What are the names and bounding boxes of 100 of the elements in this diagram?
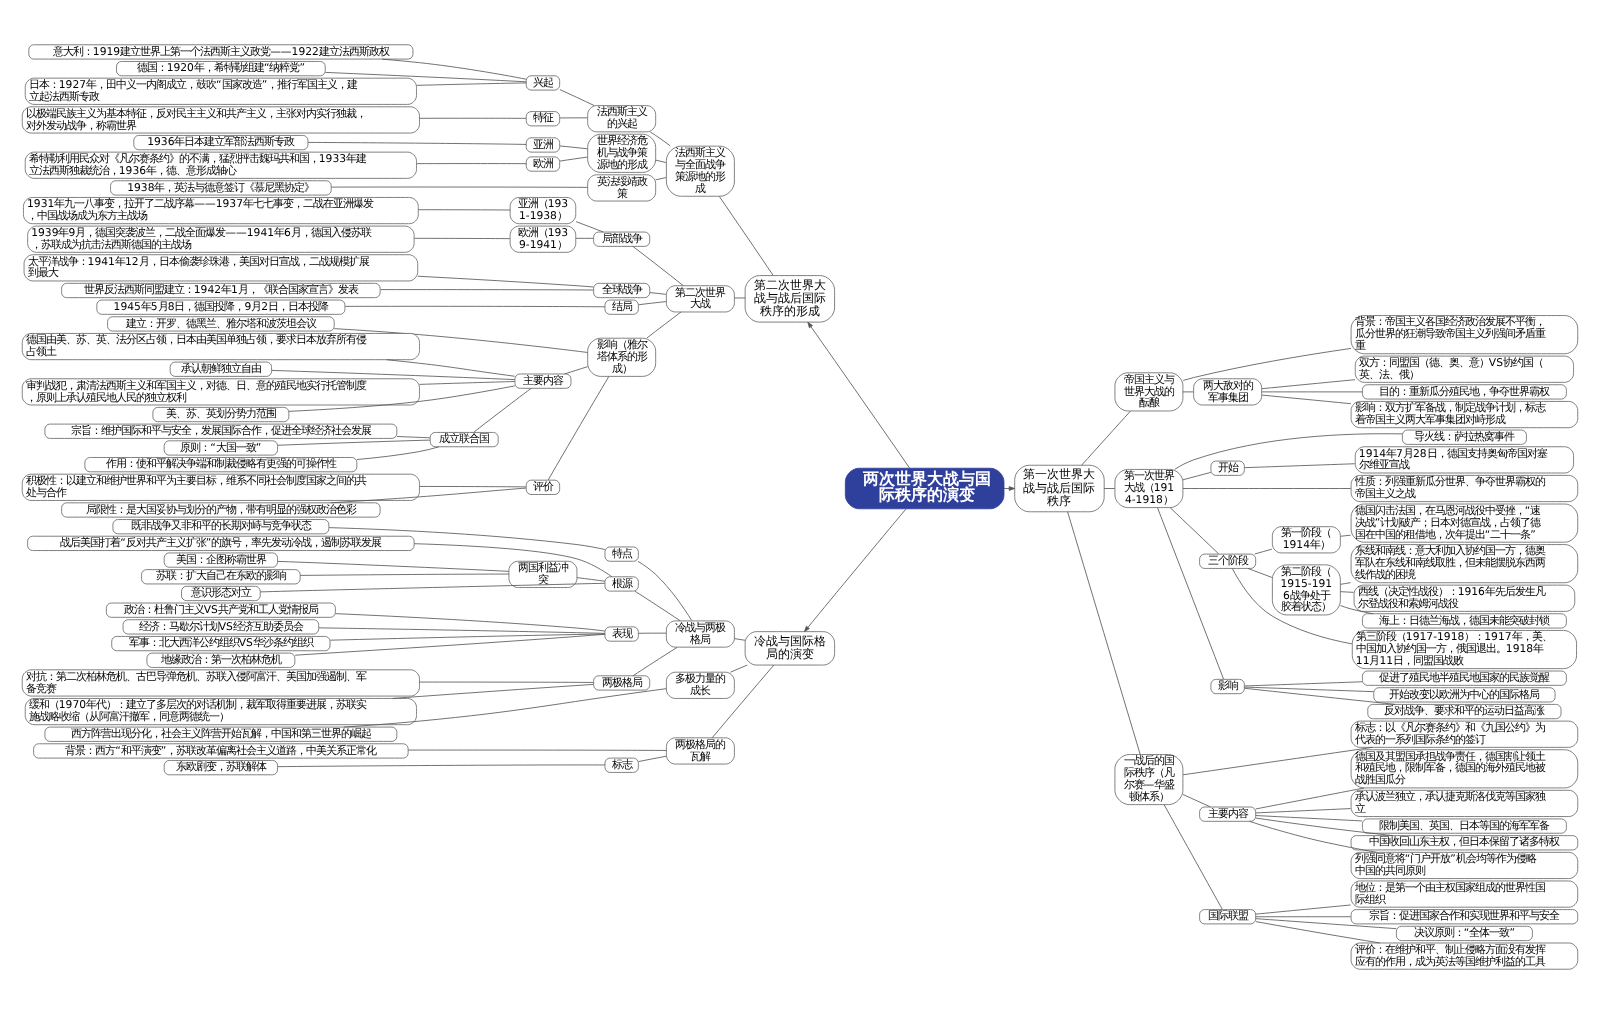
connector — [632, 645, 678, 676]
connector — [655, 176, 667, 180]
connector — [1340, 581, 1352, 584]
connector — [331, 185, 588, 187]
connector — [417, 274, 594, 287]
connector — [637, 559, 693, 620]
connector — [414, 236, 511, 239]
connector — [381, 57, 527, 79]
connector — [575, 220, 604, 232]
connector — [333, 327, 588, 352]
connector — [335, 612, 606, 631]
connector — [343, 687, 667, 727]
connector — [307, 141, 527, 144]
connector — [730, 663, 748, 672]
connector — [356, 445, 440, 459]
connector — [649, 130, 671, 146]
connector — [559, 116, 588, 118]
connector — [277, 763, 606, 767]
connector — [559, 88, 595, 105]
connector — [1244, 462, 1356, 468]
connector — [576, 576, 606, 581]
connector — [260, 581, 606, 592]
connector — [416, 81, 527, 85]
arrow — [807, 320, 911, 468]
connector — [1261, 393, 1352, 404]
connector — [419, 380, 516, 384]
connector — [1340, 590, 1354, 592]
connector — [1340, 604, 1374, 614]
connector — [1067, 510, 1141, 754]
connector — [632, 244, 684, 285]
connector — [1163, 803, 1223, 909]
connector — [718, 194, 774, 275]
connector — [1081, 409, 1131, 465]
connector — [419, 116, 527, 118]
connector — [634, 589, 681, 621]
connector — [564, 365, 588, 374]
connector — [277, 438, 431, 445]
connector — [1255, 814, 1363, 821]
connector — [271, 369, 516, 380]
connector — [638, 631, 667, 633]
connector — [655, 158, 667, 162]
connector — [380, 288, 594, 290]
connector — [575, 236, 594, 238]
connector — [1182, 390, 1194, 392]
connector — [330, 486, 527, 503]
connector — [1254, 547, 1273, 554]
connector — [392, 683, 594, 698]
arrow — [804, 507, 907, 631]
connector — [473, 387, 532, 432]
connector — [294, 632, 606, 655]
connector — [1255, 807, 1351, 813]
connector — [1182, 470, 1212, 480]
connector — [559, 144, 588, 149]
connector — [344, 304, 606, 307]
connector — [1182, 487, 1352, 488]
connector — [288, 384, 516, 411]
connector — [1182, 347, 1352, 380]
connector — [734, 637, 746, 640]
connector — [638, 754, 667, 761]
connector — [1255, 786, 1365, 809]
connector — [1249, 819, 1377, 852]
connector — [1340, 533, 1352, 536]
connector — [299, 572, 510, 575]
connector — [1247, 567, 1273, 577]
connector — [638, 300, 667, 305]
connector — [1103, 487, 1116, 488]
connector — [386, 358, 515, 376]
connector — [418, 208, 511, 210]
connector — [1244, 685, 1374, 692]
connector — [649, 291, 667, 294]
connector — [1261, 390, 1363, 392]
connector — [416, 162, 527, 164]
connector — [330, 632, 606, 640]
connector — [711, 663, 775, 738]
connector — [419, 680, 594, 682]
connector — [547, 375, 610, 480]
connector — [1255, 816, 1394, 835]
connector — [1182, 745, 1373, 775]
arrow — [1003, 485, 1015, 490]
connector — [559, 155, 588, 161]
connector — [1182, 793, 1211, 807]
connector — [734, 296, 746, 298]
connector — [328, 526, 606, 549]
connector — [646, 310, 682, 338]
connector — [325, 71, 527, 82]
connector — [413, 542, 613, 576]
connector — [419, 485, 527, 487]
connector — [1169, 506, 1220, 554]
connector — [277, 559, 510, 571]
connector — [396, 435, 431, 438]
connector — [1255, 917, 1397, 929]
connector — [1255, 903, 1351, 914]
connector — [407, 748, 667, 750]
connector — [1232, 567, 1353, 644]
connector — [1157, 506, 1224, 679]
connector — [1244, 680, 1363, 686]
connector — [1255, 920, 1381, 943]
connector — [1261, 378, 1356, 389]
connector — [1244, 686, 1396, 704]
connector — [1255, 915, 1351, 917]
